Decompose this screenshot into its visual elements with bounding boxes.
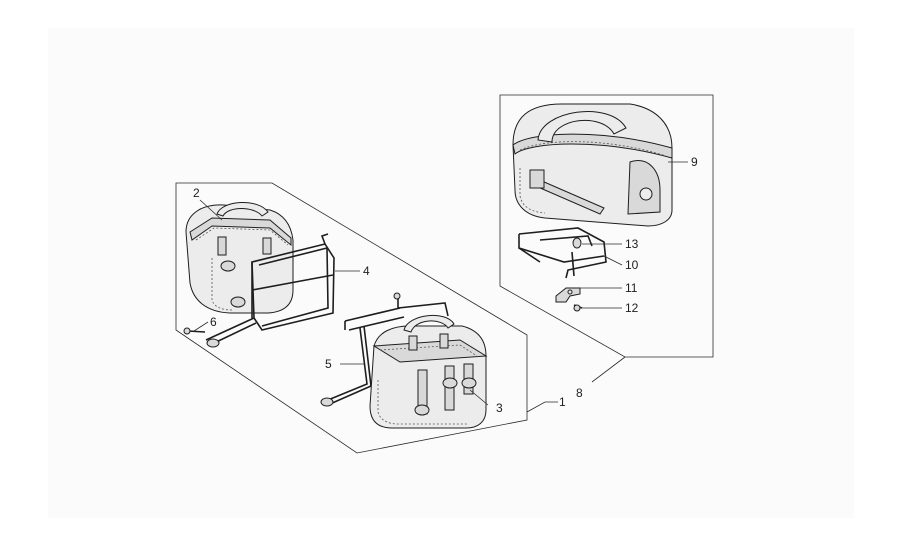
saddlebag-kit-outline	[175, 182, 528, 454]
leader-line-6	[193, 321, 209, 332]
rack-bolt	[572, 237, 582, 249]
callout-8: 8	[576, 386, 583, 400]
callout-1: 1	[559, 395, 566, 409]
callout-9: 9	[691, 155, 698, 169]
top-case-kit-outline	[499, 94, 714, 358]
leader-line-8	[591, 356, 626, 383]
left-saddlebag	[185, 201, 294, 314]
mounting-bracket	[555, 287, 581, 303]
diagram-canvas	[48, 28, 854, 518]
bracket-screw	[573, 304, 583, 312]
left-rack	[205, 233, 335, 346]
callout-5: 5	[325, 357, 332, 371]
top-case-rack	[518, 227, 607, 279]
callout-6: 6	[210, 315, 217, 329]
leader-line-2	[199, 199, 223, 221]
leader-line-3	[469, 389, 489, 406]
top-case	[512, 103, 673, 227]
right-saddlebag	[369, 314, 488, 429]
callout-12: 12	[625, 301, 639, 315]
bolt-spacer	[183, 327, 220, 348]
leader-line-1	[526, 401, 558, 413]
callout-13: 13	[625, 237, 639, 251]
callout-2: 2	[193, 186, 200, 200]
callout-3: 3	[496, 401, 503, 415]
callout-11: 11	[625, 281, 638, 295]
leader-line-10	[603, 255, 623, 266]
callout-4: 4	[363, 264, 370, 278]
callout-10: 10	[625, 258, 639, 272]
